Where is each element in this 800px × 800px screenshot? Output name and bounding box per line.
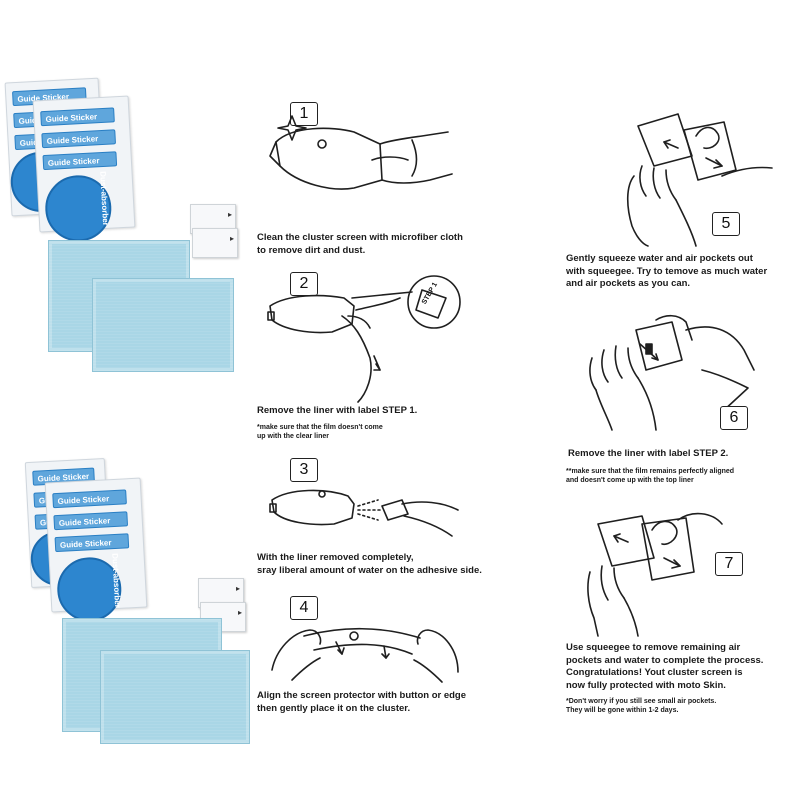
microfiber-cloth: [100, 650, 250, 744]
guide-sticker-label: Guide Sticker: [54, 533, 130, 553]
guide-sticker-sheet-front: Guide Sticker Guide Sticker Guide Sticke…: [32, 95, 136, 244]
guide-sticker-label: Guide Sticker: [41, 129, 117, 149]
guide-sticker-label: Guide Sticker: [40, 107, 115, 127]
step-4-caption: Align the screen protector with button o…: [257, 690, 467, 714]
step-3-caption: With the liner removed completely, sray …: [257, 552, 482, 576]
dust-absorber-sticker: Dust-absorber: [55, 553, 123, 624]
step-1-illustration: [269, 115, 453, 190]
dust-absorber-sticker: Dust-absorber: [43, 171, 113, 244]
step-6-illustration: [589, 314, 755, 431]
guide-sticker-label: Guide Sticker: [52, 489, 127, 509]
step-7-number: 7: [715, 552, 743, 576]
step-5-caption: Gently squeeze water and air pockets out…: [566, 253, 768, 289]
microfiber-cloth: [92, 278, 234, 372]
guide-sticker-sheet-front: Guide Sticker Guide Sticker Guide Sticke…: [44, 477, 148, 624]
step-4-illustration: [271, 627, 459, 683]
step-6-caption: Remove the liner with label STEP 2.: [568, 448, 729, 459]
guide-sticker-label: Guide Sticker: [42, 151, 118, 171]
step-3-illustration: [269, 489, 459, 537]
step-7-caption: Use squeegee to remove remaining air poc…: [566, 642, 764, 691]
step-6-note: **make sure that the film remains perfec…: [566, 468, 735, 484]
step-2-note: *make sure that the film doesn't come up…: [257, 424, 383, 440]
guide-sticker-label: Guide Sticker: [53, 511, 129, 531]
step-3-number: 3: [290, 458, 318, 482]
step-6-number: 6: [720, 406, 748, 430]
step-5-illustration: [626, 113, 773, 247]
step-2-caption: Remove the liner with label STEP 1.: [257, 405, 418, 416]
step-7-illustration: [587, 512, 723, 637]
screen-film: [192, 228, 238, 258]
product-kit-top: Guide Sticker Guide Sticker Guide Sticke…: [4, 77, 248, 380]
step-1-caption: Clean the cluster screen with microfiber…: [257, 232, 463, 256]
step-4-number: 4: [290, 596, 318, 620]
product-kit-bottom: Guide Sticker Guide Sticker Guide Sticke…: [24, 457, 258, 760]
step-7-note: *Don't worry if you still see small air …: [566, 698, 717, 714]
step-5-number: 5: [712, 212, 740, 236]
step-2-illustration: [267, 275, 461, 403]
